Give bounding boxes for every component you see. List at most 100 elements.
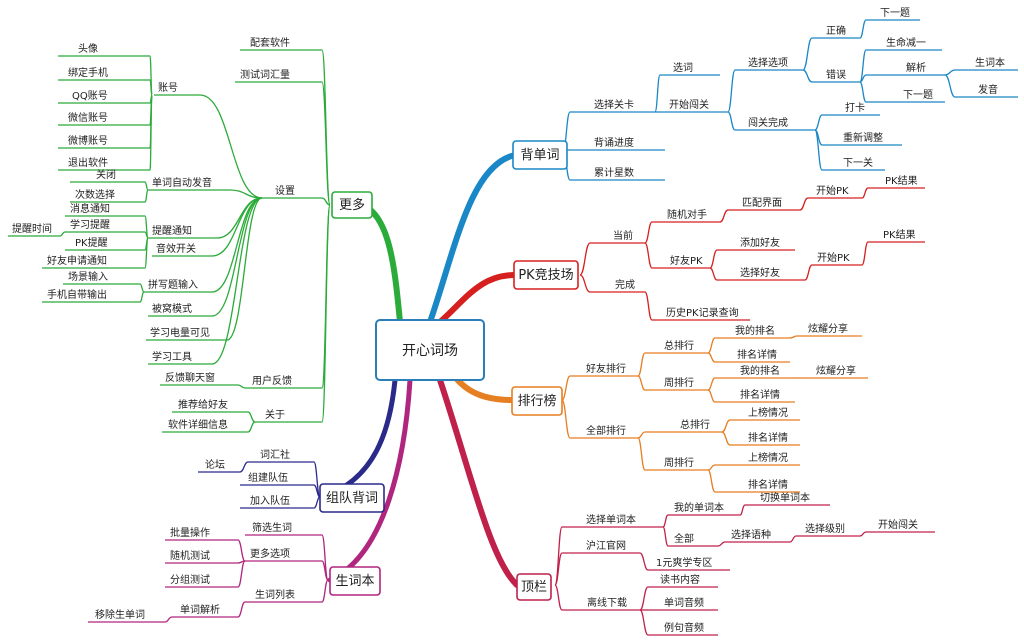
node-bangding[interactable]: 绑定手机 [68, 66, 108, 79]
node-shengci-box[interactable] [329, 566, 381, 596]
node-dangqian[interactable]: 当前 [613, 229, 633, 242]
node-zongpaihang2[interactable]: 总排行 [680, 418, 710, 431]
node-xiangqing[interactable]: 软件详细信息 [168, 418, 228, 431]
node-xuanzehaoyou[interactable]: 选择好友 [740, 266, 780, 279]
center-node-box[interactable] [375, 319, 485, 381]
node-paihang-box[interactable] [511, 386, 563, 416]
node-xuanguanka[interactable]: 选择关卡 [594, 98, 634, 111]
node-pinxie[interactable]: 拼写题输入 [148, 278, 198, 291]
node-pkjieguo1[interactable]: PK结果 [885, 174, 918, 187]
node-tianjiahaoyou[interactable]: 添加好友 [740, 236, 780, 249]
node-beidanci-box[interactable] [512, 140, 568, 170]
node-shangbang1[interactable]: 上榜情况 [748, 406, 788, 419]
node-zhoupaihang2[interactable]: 周排行 [664, 456, 694, 469]
node-shezhi[interactable]: 设置 [275, 185, 295, 197]
node-xiayiguan[interactable]: 下一关 [843, 156, 873, 169]
node-tixing[interactable]: 提醒通知 [152, 224, 192, 237]
node-tuijian[interactable]: 推荐给好友 [178, 398, 228, 411]
node-pktixing[interactable]: PK提醒 [75, 237, 108, 249]
node-liju[interactable]: 例句音频 [664, 621, 704, 634]
node-pkjieguo2[interactable]: PK结果 [883, 228, 916, 241]
node-wodedanciben[interactable]: 我的单词本 [674, 501, 724, 514]
node-daka[interactable]: 打卡 [845, 101, 865, 114]
node-lixian[interactable]: 离线下载 [587, 596, 627, 609]
node-lishi[interactable]: 历史PK记录查询 [666, 306, 739, 319]
node-haoyoupk[interactable]: 好友PK [670, 254, 703, 267]
node-jiexi[interactable]: 解析 [906, 61, 926, 74]
node-paihang[interactable]: 排行榜 [517, 393, 556, 409]
node-paimingxiangqing1[interactable]: 排名详情 [737, 348, 777, 361]
node-tuichu[interactable]: 退出软件 [68, 156, 108, 169]
node-haoyoushenqing[interactable]: 好友申请通知 [47, 254, 107, 267]
node-pk-box[interactable] [513, 260, 579, 290]
node-pipeijiemian[interactable]: 匹配界面 [742, 197, 782, 209]
node-xuanzeyuzhong[interactable]: 选择语种 [731, 528, 771, 541]
node-paimingxiangqing4[interactable]: 排名详情 [748, 478, 788, 491]
node-paimingxiangqing3[interactable]: 排名详情 [748, 431, 788, 444]
node-xuanzejibie[interactable]: 选择级别 [805, 522, 845, 535]
node-fankuiliaotian[interactable]: 反馈聊天窗 [165, 371, 215, 384]
node-beidanci[interactable]: 背单词 [520, 148, 559, 163]
node-touxiang[interactable]: 头像 [78, 43, 98, 55]
node-shengciben[interactable]: 生词本 [975, 56, 1005, 69]
node-shouji[interactable]: 手机自带输出 [47, 288, 107, 301]
node-quanbupaihang[interactable]: 全部排行 [586, 424, 626, 437]
node-zhanghao[interactable]: 账号 [158, 82, 178, 94]
node-cihuishe[interactable]: 词汇社 [260, 448, 290, 461]
node-pk[interactable]: PK竞技场 [518, 267, 573, 283]
node-kaishipk1[interactable]: 开始PK [816, 184, 849, 197]
node-yichu[interactable]: 移除生单词 [95, 608, 145, 621]
node-dianliang[interactable]: 学习电量可见 [150, 326, 210, 339]
node-yonghufankui[interactable]: 用户反馈 [252, 374, 292, 387]
node-dancijiexi[interactable]: 单词解析 [180, 603, 220, 616]
node-shangbang2[interactable]: 上榜情况 [748, 451, 788, 464]
node-dushu[interactable]: 读书内容 [660, 573, 700, 586]
node-shaixuan[interactable]: 筛选生词 [252, 521, 292, 534]
node-tixingshijian[interactable]: 提醒时间 [12, 222, 52, 235]
node-cishu[interactable]: 次数选择 [75, 188, 115, 201]
node-gengduo[interactable]: 更多 [339, 197, 365, 213]
node-fenzu[interactable]: 分组测试 [170, 573, 210, 586]
node-weixin[interactable]: 微信账号 [68, 111, 108, 124]
node-dinglan[interactable]: 顶栏 [521, 580, 547, 595]
node-ceshi[interactable]: 测试词汇量 [240, 68, 290, 81]
node-changjing[interactable]: 场景输入 [68, 270, 108, 283]
node-xuexitixing[interactable]: 学习提醒 [70, 218, 110, 231]
node-kaishipk2[interactable]: 开始PK [817, 251, 850, 264]
node-shengmingjianyi[interactable]: 生命减一 [886, 36, 926, 49]
node-zongpaihang1[interactable]: 总排行 [664, 339, 694, 352]
node-zujian[interactable]: 组建队伍 [248, 471, 288, 484]
node-yiyuan[interactable]: 1元爽学专区 [656, 556, 712, 569]
node-suijiduishou[interactable]: 随机对手 [667, 208, 707, 221]
node-xuanci[interactable]: 选词 [673, 61, 693, 74]
node-haoyoupaihang[interactable]: 好友排行 [586, 362, 626, 375]
node-cuowu[interactable]: 错误 [826, 68, 846, 81]
node-shengci[interactable]: 生词本 [335, 574, 374, 589]
node-xiaoxi[interactable]: 消息通知 [70, 202, 110, 215]
node-wodepaiming2[interactable]: 我的排名 [740, 364, 780, 377]
node-zhengque[interactable]: 正确 [826, 24, 846, 37]
node-piliang[interactable]: 批量操作 [170, 526, 210, 539]
node-zudui[interactable]: 组队背词 [326, 491, 378, 506]
node-zudui-box[interactable] [319, 483, 385, 513]
node-qq[interactable]: QQ账号 [72, 90, 108, 102]
node-luntan[interactable]: 论坛 [205, 458, 225, 471]
node-gongju[interactable]: 学习工具 [152, 350, 192, 363]
node-gengduo-xuanxiang[interactable]: 更多选项 [250, 547, 290, 560]
node-xiayiti1[interactable]: 下一题 [880, 7, 910, 19]
node-xuanzexuanxiang[interactable]: 选择选项 [748, 56, 788, 69]
node-quanbu[interactable]: 全部 [674, 532, 694, 545]
node-liebiao[interactable]: 生词列表 [255, 588, 295, 601]
node-chongxintiaozheng[interactable]: 重新调整 [843, 131, 883, 144]
node-dinglan-kaishi[interactable]: 开始闯关 [878, 518, 918, 531]
node-dinglan-box[interactable] [516, 573, 552, 601]
node-suiji[interactable]: 随机测试 [170, 549, 210, 562]
node-guanbi[interactable]: 关闭 [96, 168, 116, 181]
node-guanyu[interactable]: 关于 [265, 408, 285, 421]
node-qiehuan[interactable]: 切换单词本 [760, 491, 810, 504]
node-kaishichuangguan[interactable]: 开始闯关 [669, 98, 709, 111]
node-xuanzedanciben[interactable]: 选择单词本 [586, 513, 636, 526]
node-zhoupaihang1[interactable]: 周排行 [664, 376, 694, 389]
node-xuanyao1[interactable]: 炫耀分享 [808, 322, 848, 335]
node-beiwo[interactable]: 被窝模式 [152, 302, 192, 315]
